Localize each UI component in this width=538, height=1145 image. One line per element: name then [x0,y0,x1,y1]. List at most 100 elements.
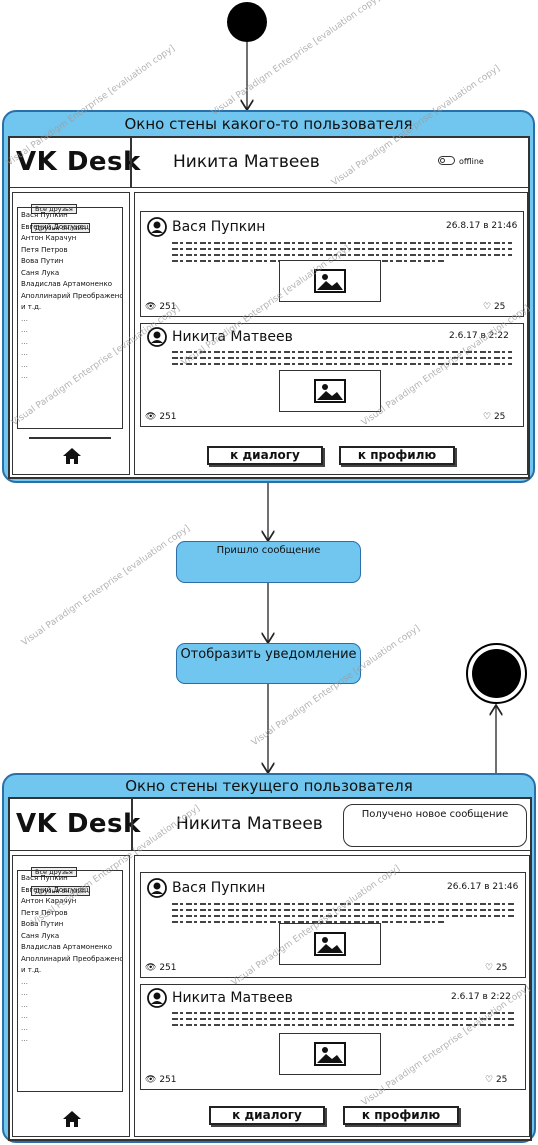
logo-divider [131,799,133,851]
likes-counter[interactable]: ♡ 25 [483,302,505,312]
list-placeholder: … [21,977,28,986]
frame-title: Окно стены текущего пользователя [125,777,413,795]
header-bar: VK Desk Никита Матвеев offline [10,138,528,188]
friend-item[interactable]: Вася Пупкин [21,874,68,882]
home-icon[interactable] [62,1110,82,1128]
feed-panel: Вася Пупкин 26.6.17 в 21:46 👁 251 ♡ 25 [134,855,530,1137]
friend-item[interactable]: Евгений Довгунец [21,222,89,231]
image-icon [314,1042,346,1066]
state-frame-other-user-wall: Окно стены какого-то пользователя VK Des… [2,110,535,483]
likes-count: 25 [495,1075,508,1085]
friends-tabs: Все друзьяДрузья онлайн [31,859,129,897]
header-bar: VK Desk Никита Матвеев Получено новое со… [10,799,530,851]
to-dialog-button[interactable]: к диалогу [207,446,323,465]
notification-popup[interactable]: Получено новое сообщение [343,804,527,847]
likes-counter[interactable]: ♡ 25 [485,963,507,973]
heart-icon[interactable]: ♡ [485,1075,494,1085]
post-author[interactable]: Вася Пупкин [172,880,266,896]
post-text [172,351,512,369]
views-count: 251 [159,302,177,312]
post-card: Вася Пупкин 26.8.17 в 21:46 👁 251 ♡ 25 [140,211,524,317]
likes-count: 25 [495,963,508,973]
post-date: 2.6.17 в 2:22 [451,992,511,1002]
post-image [279,260,381,302]
views-counter: 👁 251 [145,302,177,312]
friends-list[interactable]: Вася Пупкин Евгений Довгунец Антон Карач… [17,207,123,429]
friend-item[interactable]: и т.д. [21,303,42,311]
eye-icon: 👁 [145,302,157,312]
friend-item[interactable]: Вова Путин [21,920,64,928]
post-card: Никита Матвеев 2.6.17 в 2:22 👁 251 ♡ 25 [140,984,526,1090]
post-author[interactable]: Вася Пупкин [172,219,266,235]
avatar-icon [147,327,167,347]
logo: VK Desk [16,147,141,177]
list-placeholder: … [21,326,28,334]
list-placeholder: … [21,1023,28,1032]
friend-item[interactable]: Вова Путин [21,257,64,265]
post-text [172,903,514,927]
friend-item[interactable]: Вася Пупкин [21,211,68,219]
heart-icon[interactable]: ♡ [483,412,492,422]
eye-icon: 👁 [145,1075,157,1085]
action-message-received: Пришло сообщение [176,541,361,583]
heart-icon[interactable]: ♡ [483,302,492,312]
list-placeholder: … [21,360,28,369]
post-date: 26.6.17 в 21:46 [447,882,519,892]
sidebar-divider [29,437,111,439]
avatar-icon [147,217,167,237]
friend-item[interactable]: и т.д. [21,966,42,974]
friend-item[interactable]: Саня Лука [21,931,60,940]
friend-item[interactable]: Аполлинарий Преображенский [21,291,123,300]
friend-item[interactable]: Антон Карачун [21,897,77,905]
friend-item[interactable]: Антон Карачун [21,234,77,242]
tab-online-friends[interactable]: Друзья онлайн [31,223,91,233]
post-author[interactable]: Никита Матвеев [172,990,293,1006]
post-image [279,923,381,965]
list-placeholder: … [21,1035,28,1043]
views-count: 251 [159,963,177,973]
likes-counter[interactable]: ♡ 25 [483,412,505,422]
friend-item[interactable]: Владислав Артамоненко [21,943,113,951]
feed-panel: Вася Пупкин 26.8.17 в 21:46 👁 251 ♡ 25 [134,192,528,475]
friends-tabs: Все друзьяДрузья онлайн [31,196,129,234]
status-toggle-label: offline [459,157,484,166]
list-placeholder: … [21,314,28,323]
initial-node [227,2,267,42]
friends-list[interactable]: Вася Пупкин Евгений Довгунец Антон Карач… [17,870,123,1092]
action-label: Отобразить уведомление [180,647,357,662]
post-author[interactable]: Никита Матвеев [172,329,293,345]
app-window: VK Desk Никита Матвеев Получено новое со… [8,797,532,1141]
logo-divider [130,138,132,188]
to-dialog-button[interactable]: к диалогу [209,1106,325,1125]
list-placeholder: … [21,1012,28,1020]
friend-item[interactable]: Аполлинарий Преображенский [21,954,123,963]
post-text [172,1012,514,1030]
friends-sidebar: Все друзьяДрузья онлайн Вася Пупкин Евге… [12,855,130,1137]
friend-item[interactable]: Владислав Артамоненко [21,280,113,288]
tab-all-friends[interactable]: Все друзья [31,204,77,214]
to-profile-button[interactable]: к профилю [343,1106,459,1125]
notification-text: Получено новое сообщение [361,809,509,820]
app-window: VK Desk Никита Матвеев offline Все друзь… [8,136,530,479]
tab-all-friends[interactable]: Все друзья [31,867,77,877]
status-toggle[interactable] [438,156,455,165]
friend-item[interactable]: Петя Петров [21,245,68,254]
post-card: Вася Пупкин 26.6.17 в 21:46 👁 251 ♡ 25 [140,872,526,978]
heart-icon[interactable]: ♡ [485,963,494,973]
action-label: Пришло сообщение [216,545,321,556]
avatar-icon [147,878,167,898]
image-icon [314,379,346,403]
friend-item[interactable]: Евгений Довгунец [21,885,89,894]
list-placeholder: … [21,372,28,380]
list-placeholder: … [21,337,28,346]
image-icon [314,932,346,956]
to-profile-button[interactable]: к профилю [339,446,455,465]
tab-online-friends[interactable]: Друзья онлайн [31,886,91,896]
home-icon[interactable] [62,447,82,465]
likes-counter[interactable]: ♡ 25 [485,1075,507,1085]
friend-item[interactable]: Петя Петров [21,908,68,917]
list-placeholder: … [21,989,28,997]
eye-icon: 👁 [145,963,157,973]
friend-item[interactable]: Саня Лука [21,268,60,277]
image-icon [314,269,346,293]
